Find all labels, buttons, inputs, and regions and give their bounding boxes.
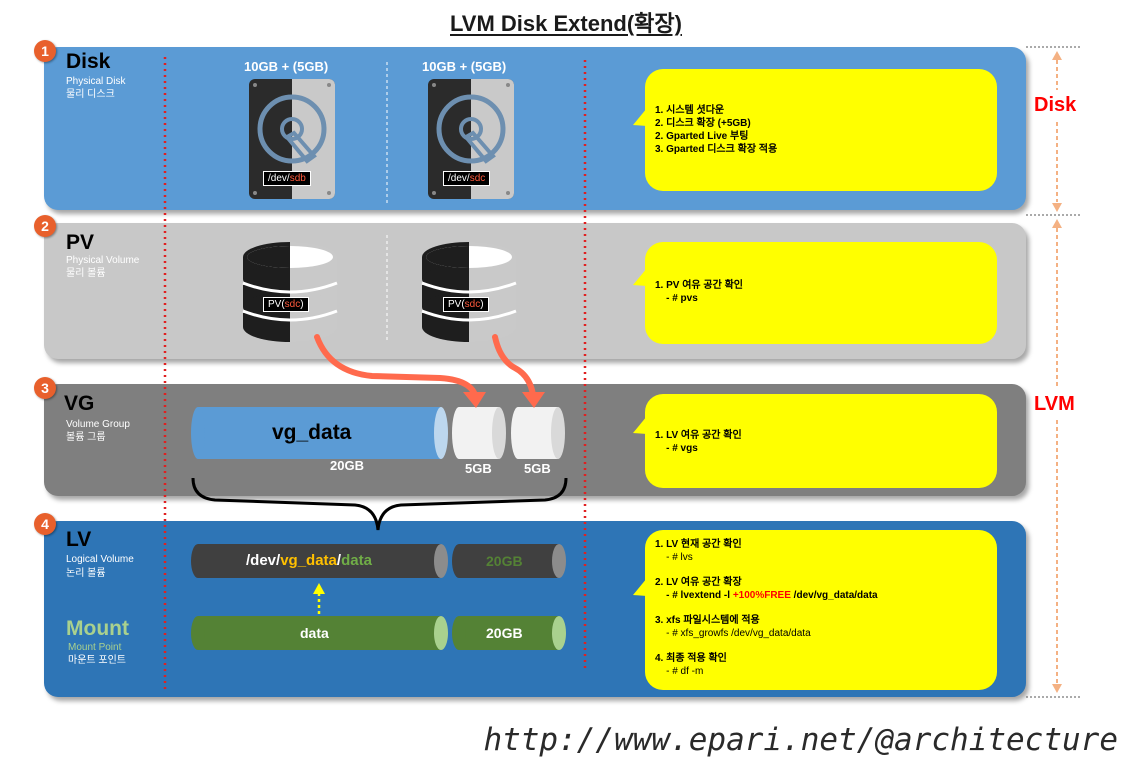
- lv-step: - # xfs_growfs /dev/vg_data/data: [655, 628, 811, 639]
- disk-title: Disk: [66, 50, 111, 73]
- disk-step: 2. 디스크 확장 (+5GB): [655, 118, 751, 129]
- disk-step: 3. Gparted 디스크 확장 적용: [655, 144, 778, 155]
- pv-steps-note: 1. PV 여유 공간 확인 - # pvs: [645, 242, 997, 344]
- lv-step: - # lvs: [655, 552, 693, 563]
- mount-extent-cylinder: [452, 616, 566, 650]
- hard-disk-icon: [428, 79, 514, 199]
- mount-subtitle-ko: 마운트 포인트: [68, 655, 126, 666]
- badge-lv: 4: [34, 513, 56, 535]
- badge-pv: 2: [34, 215, 56, 237]
- lv-cylinder: [191, 544, 448, 578]
- badge-disk: 1: [34, 40, 56, 62]
- pv-title: PV: [66, 231, 95, 254]
- dashed-arrow-icon: [313, 583, 325, 594]
- vg-step: 1. LV 여유 공간 확인: [655, 430, 742, 441]
- vg-data-size: 20GB: [330, 458, 364, 473]
- vg-extent-cylinder: [452, 407, 506, 459]
- disk-steps-note: 1. 시스템 셧다운 2. 디스크 확장 (+5GB) 2. Gparted L…: [645, 69, 997, 191]
- mount-title: Mount: [66, 617, 129, 640]
- mount-label: data: [300, 625, 329, 641]
- lv-extent-cylinder: [452, 544, 566, 578]
- curved-arrow-icon: [314, 334, 536, 398]
- pv-subtitle-ko: 물리 볼륨: [66, 268, 106, 279]
- vg-step: - # vgs: [655, 443, 698, 454]
- disk-subtitle-en: Physical Disk: [66, 76, 126, 87]
- side-label-disk: Disk: [1034, 94, 1077, 116]
- pv-step: - # pvs: [655, 293, 698, 304]
- lv-step: 3. xfs 파일시스템에 적용: [655, 615, 760, 626]
- vg-data-label: vg_data: [272, 421, 352, 444]
- lv-step: - # df -m: [655, 666, 704, 677]
- lv-step: 4. 최종 적용 확인: [655, 653, 727, 664]
- badge-vg: 3: [34, 377, 56, 399]
- lv-steps-note: 1. LV 현재 공간 확인 - # lvs 2. LV 여유 공간 확장 - …: [645, 530, 997, 690]
- lv-subtitle-en: Logical Volume: [66, 554, 134, 565]
- lv-extent-size: 20GB: [486, 553, 523, 569]
- vg-extent-size: 5GB: [465, 461, 492, 476]
- vg-steps-note: 1. LV 여유 공간 확인 - # vgs: [645, 394, 997, 488]
- vg-subtitle-ko: 볼륨 그룹: [66, 432, 106, 443]
- pv-subtitle-en: Physical Volume: [66, 255, 140, 266]
- side-label-lvm: LVM: [1034, 393, 1075, 415]
- mount-subtitle-en: Mount Point: [68, 642, 122, 653]
- mount-extent-size: 20GB: [486, 625, 523, 641]
- vg-subtitle-en: Volume Group: [66, 419, 130, 430]
- lv-title: LV: [66, 528, 92, 551]
- disk-right-capacity: 10GB + (5GB): [422, 59, 507, 74]
- page-title: LVM Disk Extend(확장): [450, 11, 682, 36]
- dev-sdc-tag: /dev/sdc: [443, 171, 491, 186]
- hard-disk-icon: [249, 79, 335, 199]
- site-url: http://www.epari.net/@architecture: [483, 722, 1118, 758]
- lv-path-label: /dev/vg_data/data: [246, 552, 372, 569]
- lv-step: 1. LV 현재 공간 확인: [655, 539, 742, 550]
- disk-step: 2. Gparted Live 부팅: [655, 131, 749, 142]
- database-stack-icon: [242, 242, 338, 342]
- dev-sdb-tag: /dev/sdb: [263, 171, 311, 186]
- disk-step: 1. 시스템 셧다운: [655, 105, 725, 116]
- pv-sdc-tag: PV(sdc): [263, 297, 309, 312]
- vg-extent-size: 5GB: [524, 461, 551, 476]
- pv-sdc-tag: PV(sdc): [443, 297, 489, 312]
- lv-step: 2. LV 여유 공간 확장: [655, 577, 742, 588]
- mount-cylinder: [191, 616, 448, 650]
- disk-subtitle-ko: 물리 디스크: [66, 89, 115, 100]
- vg-title: VG: [64, 392, 95, 415]
- vg-data-cylinder: [191, 407, 448, 459]
- lv-step: - # lvextend -l +100%FREE /dev/vg_data/d…: [655, 590, 878, 601]
- curly-brace-icon: [191, 477, 568, 531]
- disk-left-capacity: 10GB + (5GB): [244, 59, 329, 74]
- pv-step: 1. PV 여유 공간 확인: [655, 280, 743, 291]
- lv-subtitle-ko: 논리 볼륨: [66, 568, 106, 579]
- vg-extent-cylinder: [511, 407, 565, 459]
